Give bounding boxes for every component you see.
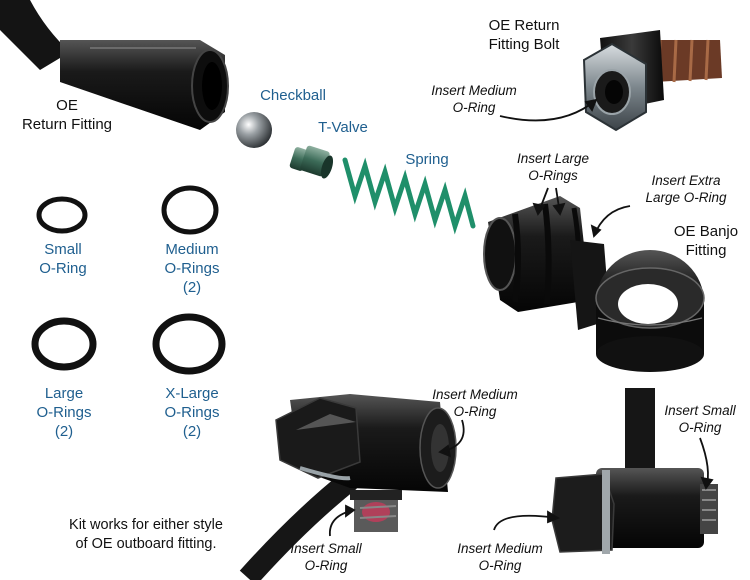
annotation-style2-insert-medium: Insert Medium O-Ring bbox=[457, 541, 543, 573]
label-small-o-ring: Small O-Ring bbox=[39, 241, 87, 277]
arrow-style1-small bbox=[329, 509, 355, 537]
label-spring: Spring bbox=[405, 151, 449, 168]
large-o-ring bbox=[31, 317, 97, 371]
label-oe-return-fitting-bolt: OE Return Fitting Bolt bbox=[488, 17, 560, 53]
label-medium-o-rings: Medium O-Rings (2) bbox=[164, 241, 220, 296]
checkball-part bbox=[236, 112, 272, 148]
o-rings-group bbox=[31, 185, 226, 375]
oe-return-fitting-part bbox=[0, 0, 229, 130]
label-checkball: Checkball bbox=[260, 87, 326, 104]
spring-part bbox=[342, 157, 476, 235]
label-oe-return-fitting: OE Return Fitting bbox=[21, 97, 113, 133]
annotation-style1-insert-small: Insert Small O-Ring bbox=[290, 541, 362, 573]
label-oe-banjo-fitting: OE Banjo Fitting bbox=[673, 223, 739, 259]
kit-compatibility-note: Kit works for either style of OE outboar… bbox=[69, 517, 223, 552]
t-valve-part bbox=[289, 145, 334, 179]
oe-return-fitting-bolt-part bbox=[582, 30, 722, 132]
label-large-o-rings: Large O-Rings (2) bbox=[36, 385, 92, 440]
small-o-ring bbox=[36, 196, 88, 234]
annotation-banjo-insert-xlarge: Insert Extra Large O-Ring bbox=[645, 173, 727, 205]
oe-banjo-fitting-part bbox=[483, 196, 705, 372]
label-xlarge-o-rings: X-Large O-Rings (2) bbox=[164, 385, 220, 440]
annotation-style1-insert-medium: Insert Medium O-Ring bbox=[432, 387, 518, 419]
label-t-valve: T-Valve bbox=[318, 119, 368, 136]
annotation-banjo-insert-large: Insert Large O-Rings bbox=[516, 151, 590, 183]
outboard-fitting-style-1 bbox=[239, 394, 457, 580]
annotation-style2-insert-small: Insert Small O-Ring bbox=[664, 403, 736, 435]
annotation-arrows bbox=[329, 98, 714, 537]
xlarge-o-ring bbox=[152, 313, 226, 375]
annotation-bolt-insert-medium: Insert Medium O-Ring bbox=[431, 83, 517, 115]
medium-o-ring bbox=[161, 185, 219, 235]
outboard-fitting-style-2 bbox=[551, 388, 718, 554]
